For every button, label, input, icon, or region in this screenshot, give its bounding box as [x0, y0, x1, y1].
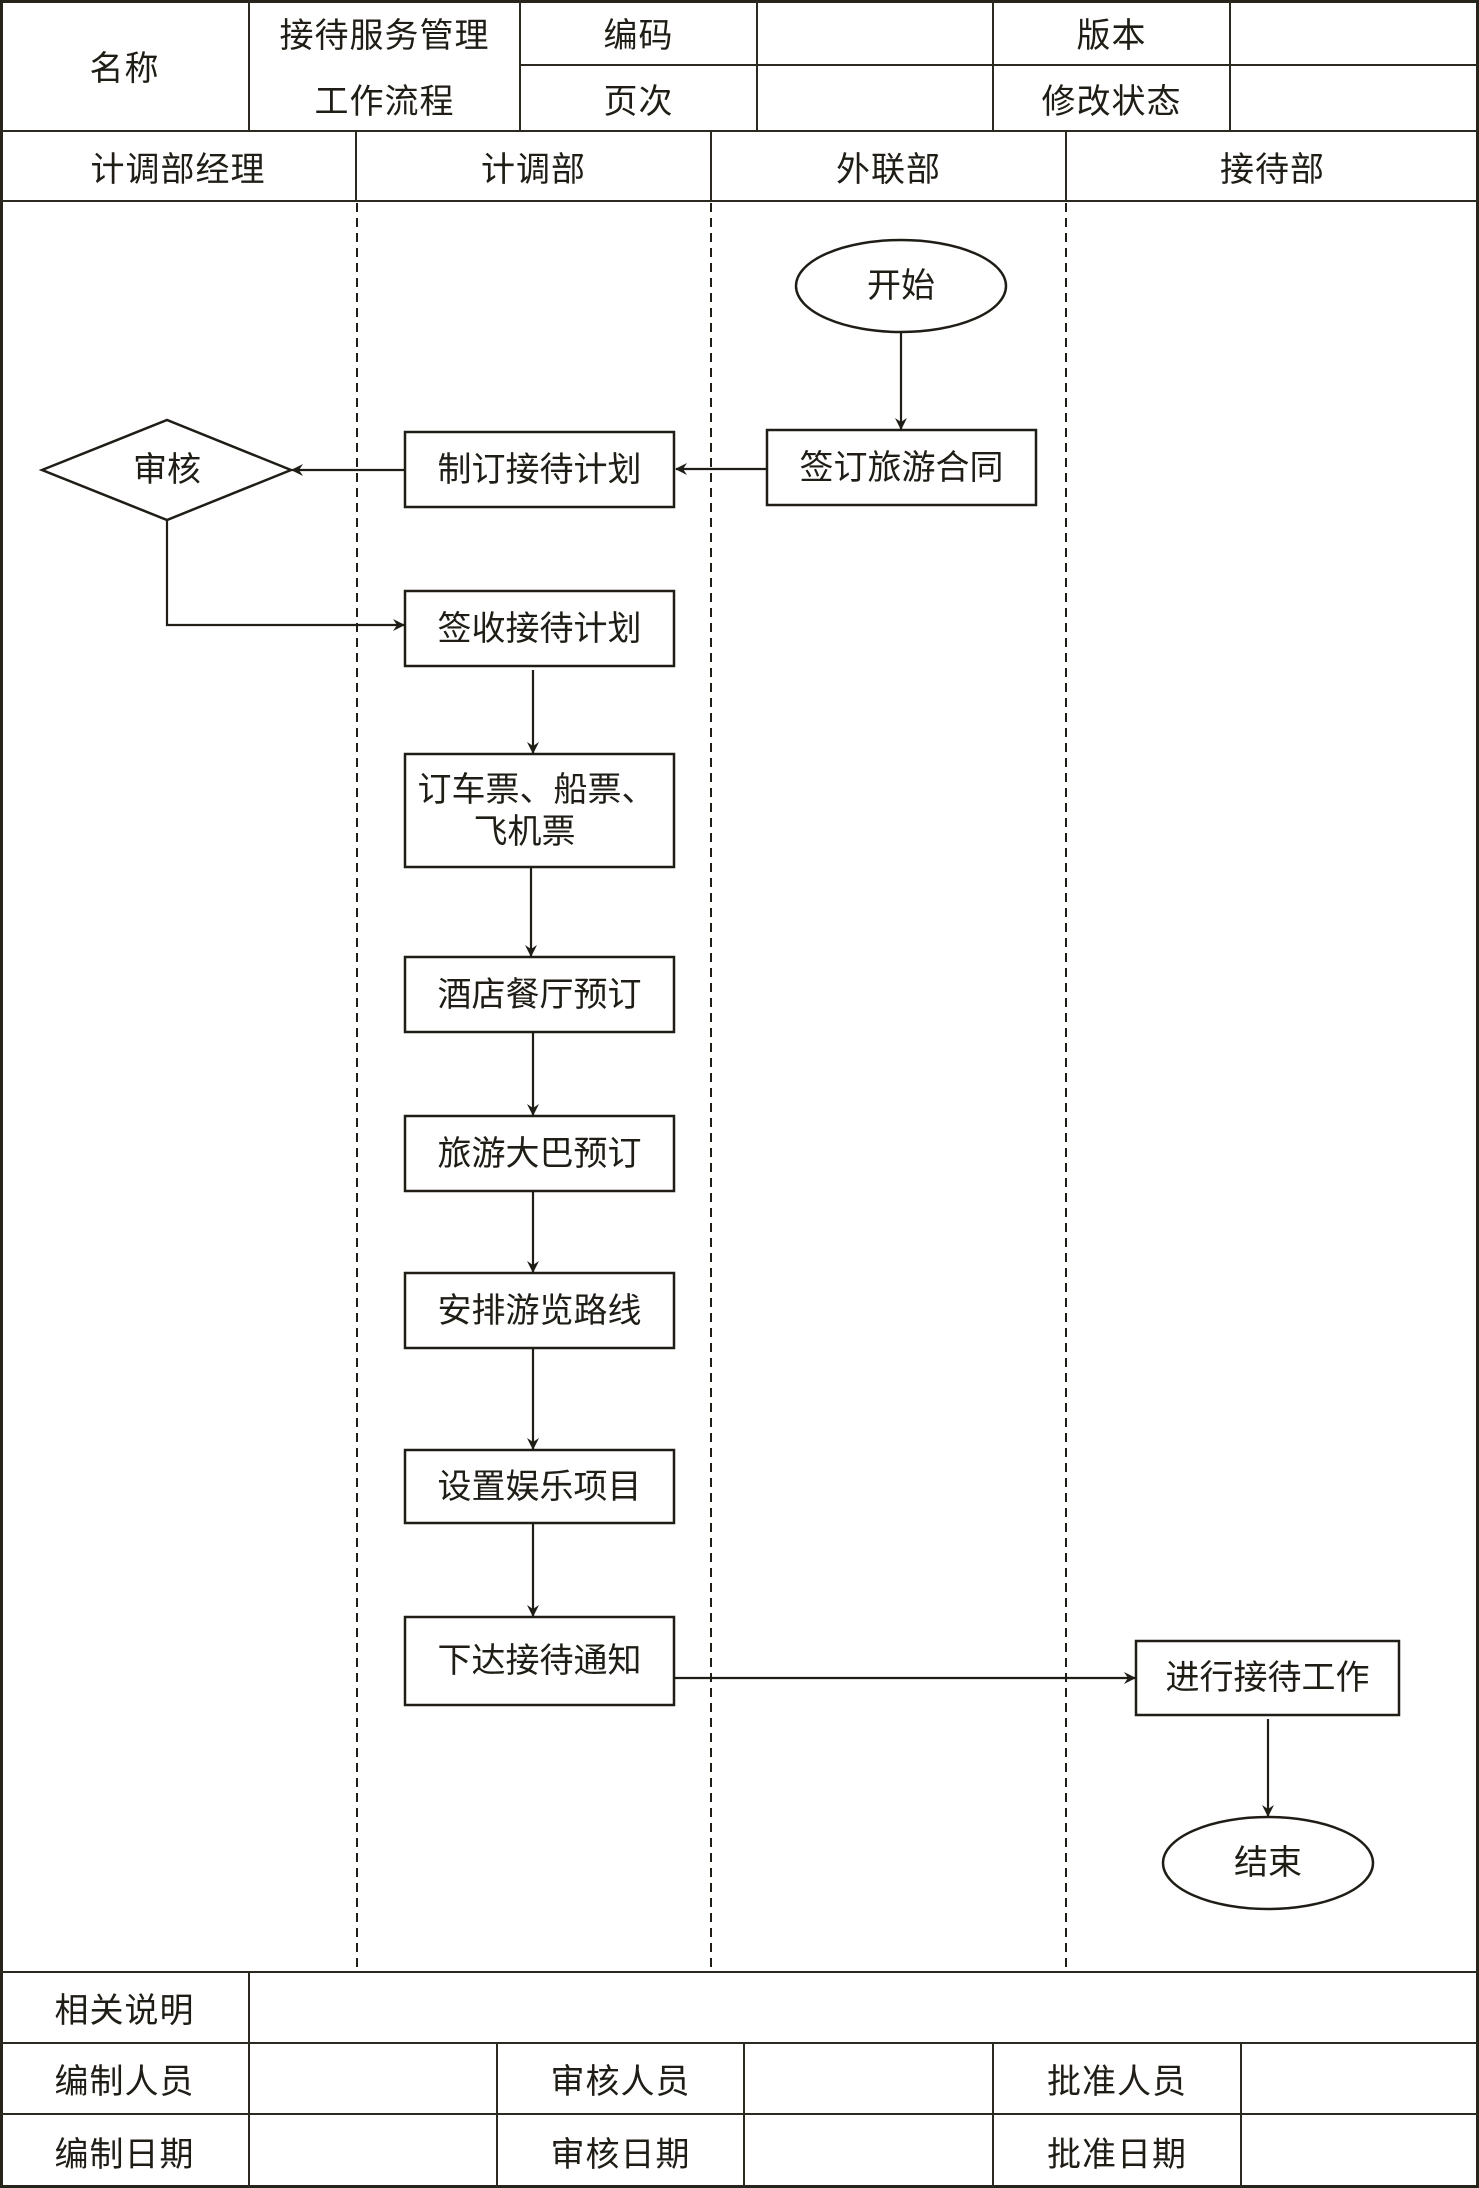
version-label: 版本: [1076, 16, 1147, 56]
hotel-box: [403, 955, 676, 1034]
version-value[interactable]: [1230, 0, 1479, 65]
lane-header-reception-dept: 接待部: [1220, 149, 1325, 190]
revision-label: 修改状态: [1041, 81, 1182, 122]
route-box: [403, 1271, 676, 1350]
tickets-node: 订车票、船票、 飞机票: [405, 754, 674, 867]
name-label: 名称: [89, 49, 160, 89]
tickets-node-line2: 飞机票: [473, 811, 576, 852]
revision-value[interactable]: [1230, 65, 1479, 131]
lane-header-grid: [0, 131, 1479, 202]
reception-box: [1134, 1639, 1401, 1717]
bus-node: 旅游大巴预订: [437, 1133, 642, 1174]
notice-box: [403, 1615, 676, 1707]
end-node: 结束: [1234, 1843, 1302, 1883]
lane-header-liaison-dept: 外联部: [836, 149, 941, 190]
notice-node: 下达接待通知: [437, 1641, 642, 1681]
start-node-shape: [794, 238, 1008, 334]
prepared-date-label: 编制日期: [54, 2134, 195, 2175]
notes-value[interactable]: [249, 1972, 1479, 2043]
reviewed-by-value[interactable]: [744, 2043, 993, 2114]
tickets-node-line1: 订车票、船票、: [417, 769, 656, 810]
receive-plan-node: 签收接待计划: [437, 608, 642, 649]
header-grid: [0, 0, 1479, 132]
make-plan-box: [403, 430, 676, 509]
reviewed-date-label: 审核日期: [550, 2134, 691, 2175]
arrow-review-to-receive: [165, 520, 405, 631]
code-label: 编码: [603, 16, 674, 56]
receive-plan-box: [403, 589, 676, 668]
approved-by-value[interactable]: [1241, 2043, 1479, 2114]
approved-date-value[interactable]: [1241, 2114, 1479, 2188]
reviewed-date-value[interactable]: [744, 2114, 993, 2188]
review-node: 审核: [133, 450, 201, 490]
lane-header-planning-manager: 计调部经理: [90, 149, 266, 190]
approved-date-label: 批准日期: [1047, 2134, 1187, 2175]
sign-contract-box: [765, 428, 1038, 507]
prepared-date-value[interactable]: [249, 2114, 497, 2188]
tickets-box: [403, 752, 676, 869]
flow-connectors: [165, 333, 1274, 1817]
bus-box: [403, 1114, 676, 1193]
reviewed-by-label: 审核人员: [550, 2062, 691, 2102]
code-value[interactable]: [757, 0, 993, 65]
entertainment-node: 设置娱乐项目: [437, 1466, 642, 1507]
route-node: 安排游览路线: [437, 1290, 642, 1331]
start-node: 开始: [867, 266, 935, 306]
end-node-shape: [1161, 1815, 1375, 1911]
reception-node: 进行接待工作: [1165, 1658, 1370, 1698]
lane-header-planning-dept: 计调部: [481, 149, 586, 190]
make-plan-node: 制订接待计划: [437, 449, 642, 490]
entertainment-box: [403, 1448, 676, 1525]
page-value[interactable]: [757, 65, 993, 131]
page-label: 页次: [603, 81, 674, 122]
prepared-by-label: 编制人员: [54, 2062, 195, 2102]
flow-shapes: [38, 238, 1401, 1911]
prepared-by-value[interactable]: [249, 2043, 497, 2114]
footer-grid: [0, 1971, 1479, 2188]
process-title-line2: 工作流程: [314, 81, 455, 122]
notes-label: 相关说明: [54, 1991, 195, 2031]
sign-contract-node: 签订旅游合同: [799, 447, 1004, 488]
process-title-line1: 接待服务管理: [279, 16, 490, 56]
approved-by-label: 批准人员: [1047, 2062, 1187, 2102]
hotel-node: 酒店餐厅预订: [437, 974, 642, 1015]
